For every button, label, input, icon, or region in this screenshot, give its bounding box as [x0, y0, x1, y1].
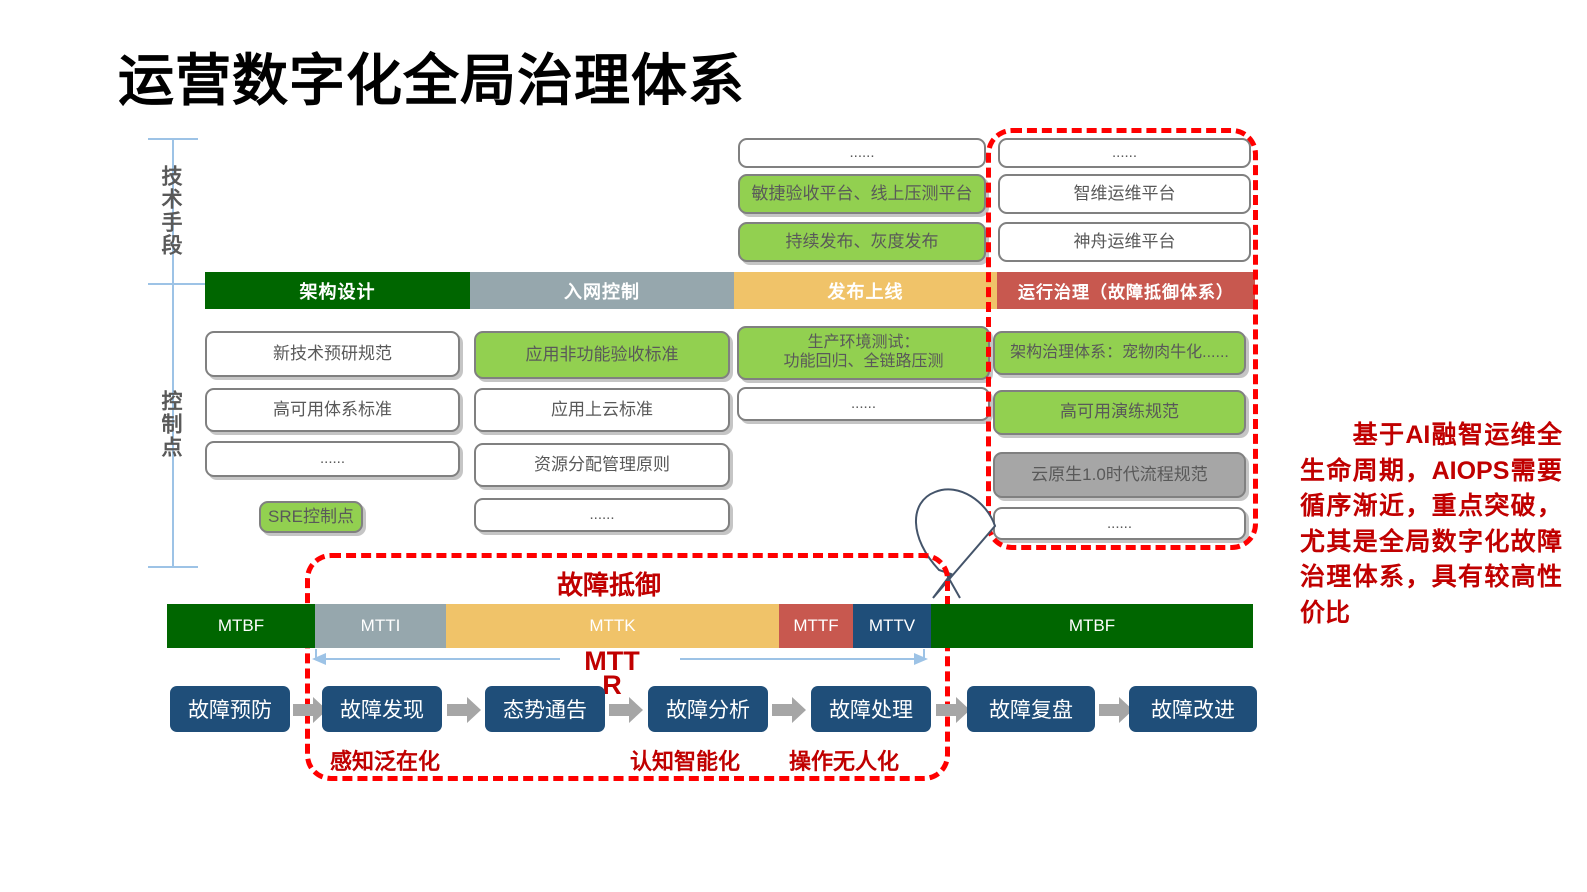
timeline-segment-mtbf-left[interactable]: MTBF — [167, 604, 315, 648]
curved-arrow — [915, 488, 997, 599]
column-header-network-access[interactable]: 入网控制 — [470, 272, 734, 309]
tech-box-release-1[interactable]: 敏捷验收平台、线上压测平台 — [738, 174, 986, 214]
timeline-segment-mttv[interactable]: MTTV — [853, 604, 931, 648]
mttr-span-arrow — [312, 649, 928, 665]
column-header-architecture[interactable]: 架构设计 — [205, 272, 470, 309]
mttr-label: MTT R — [582, 648, 642, 700]
control-box-ops-1[interactable]: 高可用演练规范 — [993, 390, 1246, 435]
control-box-network-3[interactable]: ...... — [474, 498, 730, 532]
tech-box-ops-1[interactable]: 智维运维平台 — [998, 174, 1251, 214]
axis-label-control: 控制点 — [159, 390, 182, 459]
timeline-segment-mtbf-right[interactable]: MTBF — [931, 604, 1253, 648]
process-arrow-0 — [293, 697, 327, 723]
process-step-0[interactable]: 故障预防 — [170, 686, 290, 732]
fault-defense-label: 故障抵御 — [557, 570, 662, 600]
side-note: 基于AI融智运维全生命周期，AIOPS需要循序渐近，重点突破，尤其是全局数字化故… — [1300, 421, 1562, 627]
control-box-ops-2[interactable]: 云原生1.0时代流程规范 — [993, 452, 1246, 498]
control-box-ops-0[interactable]: 架构治理体系：宠物肉牛化...... — [993, 331, 1246, 375]
mttr-label-line1: MTT — [584, 646, 640, 676]
control-box-release-0[interactable]: 生产环境测试： 功能回归、全链路压测 — [737, 326, 990, 380]
timeline-bar: MTBF MTTI MTTK MTTF MTTV MTBF — [167, 604, 1253, 648]
control-box-network-2[interactable]: 资源分配管理原则 — [474, 443, 730, 487]
axis-label-tech: 技术手段 — [159, 165, 182, 257]
process-step-2[interactable]: 态势通告 — [485, 686, 605, 732]
process-arrow-1 — [447, 697, 481, 723]
tech-box-ops-0[interactable]: ...... — [998, 138, 1251, 168]
control-box-architecture-2[interactable]: ...... — [205, 441, 460, 477]
control-box-architecture-1[interactable]: 高可用体系标准 — [205, 388, 460, 432]
process-step-6[interactable]: 故障改进 — [1129, 686, 1257, 732]
tech-box-release-2[interactable]: 持续发布、灰度发布 — [738, 222, 986, 262]
column-header-operation-governance[interactable]: 运行治理（故障抵御体系） — [997, 272, 1255, 309]
process-step-5[interactable]: 故障复盘 — [967, 686, 1095, 732]
process-step-4[interactable]: 故障处理 — [811, 686, 931, 732]
mttr-label-line2: R — [602, 669, 622, 700]
process-arrow-2 — [609, 697, 643, 723]
process-annotation-0: 感知泛在化 — [330, 749, 441, 774]
process-annotation-1: 认知智能化 — [630, 749, 741, 774]
process-arrow-3 — [772, 697, 806, 723]
process-arrow-5 — [1099, 697, 1133, 723]
process-arrow-4 — [936, 697, 970, 723]
control-box-architecture-0[interactable]: 新技术预研规范 — [205, 331, 460, 377]
control-box-architecture-sre[interactable]: SRE控制点 — [259, 501, 363, 533]
control-box-ops-3[interactable]: ...... — [993, 507, 1246, 540]
control-box-release-1[interactable]: ...... — [737, 387, 990, 421]
axis-vertical-line — [172, 138, 174, 568]
process-step-3[interactable]: 故障分析 — [648, 686, 768, 732]
process-annotation-2: 操作无人化 — [789, 749, 900, 774]
tech-box-release-0[interactable]: ...... — [738, 138, 986, 168]
axis-tick-middle — [148, 283, 206, 285]
page-title: 运营数字化全局治理体系 — [118, 49, 745, 112]
process-step-1[interactable]: 故障发现 — [322, 686, 442, 732]
column-header-release[interactable]: 发布上线 — [734, 272, 997, 309]
tech-box-ops-2[interactable]: 神舟运维平台 — [998, 222, 1251, 262]
control-box-network-0[interactable]: 应用非功能验收标准 — [474, 331, 730, 379]
axis-tick-bottom — [148, 566, 198, 568]
timeline-segment-mtti[interactable]: MTTI — [315, 604, 446, 648]
timeline-segment-mttf[interactable]: MTTF — [779, 604, 853, 648]
control-box-network-1[interactable]: 应用上云标准 — [474, 388, 730, 432]
timeline-segment-mttk[interactable]: MTTK — [446, 604, 779, 648]
axis-tick-top — [148, 138, 198, 140]
